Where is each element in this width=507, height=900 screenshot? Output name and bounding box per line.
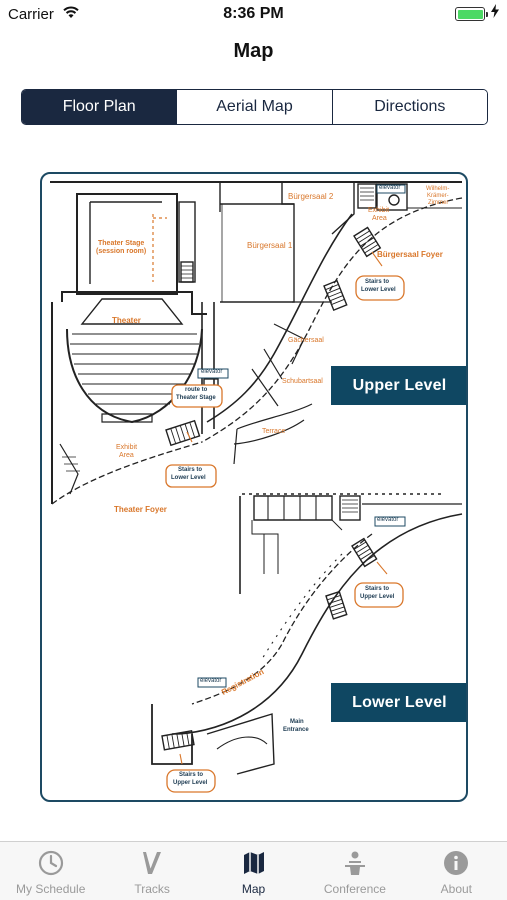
conference-icon — [342, 850, 368, 876]
label-elevator-lower-left: elevator — [200, 678, 222, 684]
segment-floor-plan[interactable]: Floor Plan — [22, 90, 177, 124]
label-stairs-upper-left-2: Upper Level — [173, 780, 208, 786]
page-title: Map — [233, 40, 274, 62]
label-route-1: route to — [185, 387, 208, 393]
label-elevator-upper-left: elevator — [201, 369, 223, 375]
label-terrace: Terrace — [262, 428, 286, 435]
label-buergersaal-foyer: Bürgersaal Foyer — [377, 250, 443, 259]
label-wilhelm-1: Wilhelm- — [426, 186, 450, 192]
label-buergersaal-2: Bürgersaal 2 — [288, 192, 334, 201]
tab-my-schedule[interactable]: My Schedule — [0, 842, 101, 900]
label-main-entrance-1: Main — [290, 719, 304, 725]
lower-level-badge: Lower Level — [331, 683, 466, 722]
label-schubartsaal: Schubartsaal — [282, 378, 323, 385]
charging-bolt-icon — [491, 4, 499, 23]
tab-tracks[interactable]: Tracks — [101, 842, 202, 900]
label-elevator-upper-top: elevator — [379, 185, 401, 191]
label-exhibit-area-top: Exhibit — [368, 207, 390, 214]
wifi-icon — [62, 5, 80, 24]
label-theater: Theater — [112, 316, 141, 325]
tracks-icon — [139, 850, 165, 876]
map-mode-segmented-control: Floor Plan Aerial Map Directions — [21, 89, 488, 125]
label-stairs-upper-left-1: Stairs to — [179, 772, 204, 778]
tab-bar: My Schedule Tracks Map Conference About — [0, 841, 507, 900]
label-stairs-upper-right-1: Stairs to — [365, 586, 390, 592]
label-theater-stage: Theater Stage — [98, 240, 145, 247]
label-stairs-lower-left-2: Lower Level — [171, 475, 206, 481]
clock-icon — [38, 850, 64, 876]
label-exhibit-area-left: Exhibit — [116, 444, 138, 451]
info-icon — [443, 850, 469, 876]
label-route-2: Theater Stage — [176, 395, 216, 401]
status-time: 8:36 PM — [223, 5, 284, 22]
tab-about[interactable]: About — [406, 842, 507, 900]
tab-label-my-schedule: My Schedule — [16, 882, 86, 896]
label-elevator-lower-right: elevator — [377, 517, 399, 523]
label-main-entrance-2: Entrance — [283, 727, 309, 733]
tab-label-map: Map — [241, 882, 266, 896]
segment-aerial-map[interactable]: Aerial Map — [176, 90, 332, 124]
tab-label-conference: Conference — [323, 882, 386, 896]
label-session-room: (session room) — [96, 248, 147, 255]
tab-map[interactable]: Map — [203, 842, 304, 900]
label-stairs-lower-left-1: Stairs to — [178, 467, 203, 473]
label-stairs-upper-right-2: Upper Level — [360, 594, 395, 600]
floor-plan-map[interactable]: Theater Stage (session room) Theater Bür… — [40, 172, 468, 802]
label-theater-foyer: Theater Foyer — [114, 505, 167, 514]
label-wilhelm-3: Zimmer — [428, 200, 449, 206]
label-gaechersaal: Gächersaal — [288, 337, 324, 344]
tab-label-tracks: Tracks — [134, 882, 170, 896]
battery-icon — [455, 7, 488, 21]
label-exhibit-area-top-2: Area — [372, 215, 387, 222]
label-exhibit-area-left-2: Area — [119, 452, 134, 459]
tab-label-about: About — [440, 882, 472, 896]
carrier-label: Carrier — [8, 6, 54, 23]
status-bar: Carrier 8:36 PM — [0, 0, 507, 28]
upper-level-badge: Upper Level — [331, 366, 466, 405]
floor-plan-drawing — [50, 181, 463, 793]
map-icon — [241, 850, 267, 876]
segment-directions[interactable]: Directions — [331, 90, 487, 124]
label-stairs-lower-right-1: Stairs to — [365, 279, 390, 285]
label-registration: Registration — [220, 667, 266, 697]
label-wilhelm-2: Krämer- — [427, 193, 449, 199]
label-buergersaal-1: Bürgersaal 1 — [247, 241, 293, 250]
label-stairs-lower-right-2: Lower Level — [361, 287, 396, 293]
tab-conference[interactable]: Conference — [304, 842, 405, 900]
